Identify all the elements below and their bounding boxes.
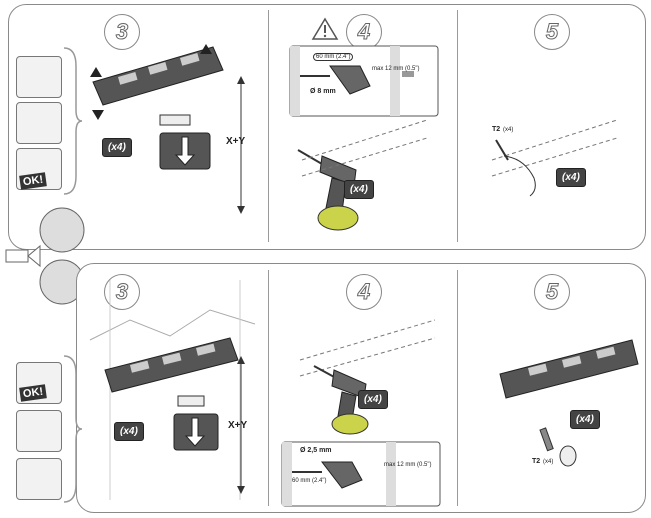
- step-number-4-top: 4: [346, 14, 382, 50]
- warning-icon: [311, 17, 339, 40]
- drill-depth-top: 60 mm (2.4"): [313, 53, 354, 61]
- step-number-5-bottom: 5: [534, 274, 570, 310]
- drill-max-bottom: max 12 mm (0.5"): [384, 462, 432, 468]
- drill-depth-bottom: 60 mm (2.4"): [292, 478, 327, 484]
- dimension-line-bottom: [237, 356, 245, 494]
- dimension-line-top: [237, 76, 245, 214]
- bottom-separator-2: [457, 270, 458, 506]
- step-number-4-bottom: 4: [346, 274, 382, 310]
- thumb-drill-correct: [16, 56, 62, 98]
- dimension-label-bottom: X+Y: [228, 420, 248, 431]
- drill-detail-frame-top: [289, 45, 439, 117]
- screws-icon-bottom: [539, 427, 577, 467]
- badge-x4-step3-bottom: (x4): [114, 422, 144, 441]
- dimension-label-top: X+Y: [226, 136, 246, 147]
- screw-label-bottom: T2: [532, 458, 541, 465]
- thumb-drill-ok-bottom: [16, 362, 62, 404]
- guide-lines-top: [301, 119, 428, 177]
- drill-icon-top: [297, 149, 359, 231]
- step-number-5-top: 5: [534, 14, 570, 50]
- thumb-drill-wrong-bottom-1: [16, 410, 62, 452]
- thumb-drill-wrong-bottom-2: [16, 458, 62, 500]
- top-thumb-brace: [63, 47, 83, 195]
- bracket-icon-top: [90, 44, 224, 120]
- screw-count-top: (x4): [503, 127, 514, 133]
- thumb-drill-wrong: [16, 102, 62, 144]
- drill-diameter-bottom: Ø 2,5 mm: [300, 447, 332, 454]
- screw-label-top: T2: [492, 126, 501, 133]
- badge-x4-step4-bottom: (x4): [358, 390, 388, 409]
- drill-diameter-top: Ø 8 mm: [310, 88, 336, 95]
- badge-x4-step5-bottom: (x4): [570, 410, 600, 429]
- drill-detail-frame-bottom: [281, 441, 441, 507]
- top-separator-1: [268, 10, 269, 242]
- drill-max-top: max 12 mm (0.5"): [372, 66, 420, 72]
- badge-x4-step3-top: (x4): [102, 138, 132, 157]
- badge-x4-step4-top: (x4): [344, 180, 374, 199]
- level-icon-bottom: [173, 395, 219, 451]
- level-icon-top: [159, 114, 211, 170]
- wall-texture-bottom-3: [89, 280, 256, 500]
- badge-x4-step5-top: (x4): [556, 168, 586, 187]
- drill-icon-bottom: [313, 365, 369, 435]
- step-number-3-top: 3: [104, 14, 140, 50]
- top-separator-2: [457, 10, 458, 242]
- bottom-thumb-brace: [63, 355, 83, 503]
- bracket-mounted-bottom: [499, 339, 639, 399]
- bracket-icon-bottom: [104, 337, 239, 393]
- hand-icon-top: [495, 139, 536, 197]
- guide-lines-step5-top: [491, 119, 618, 177]
- bottom-separator-1: [268, 270, 269, 506]
- screw-count-bottom: (x4): [543, 459, 554, 465]
